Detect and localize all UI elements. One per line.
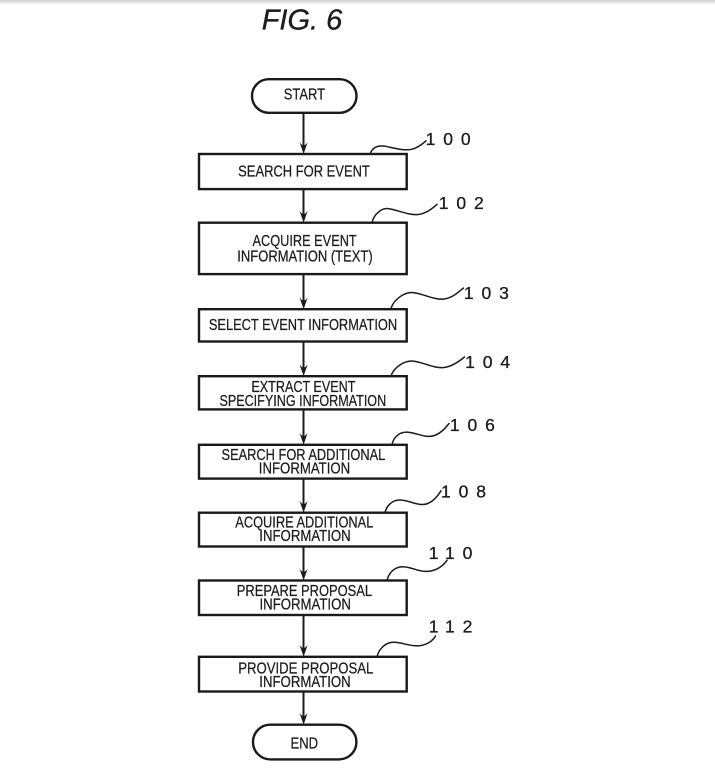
svg-text:FIG. 6: FIG. 6 bbox=[262, 4, 343, 36]
svg-text:SELECT EVENT INFORMATION: SELECT EVENT INFORMATION bbox=[209, 317, 397, 335]
svg-text:SPECIFYING INFORMATION: SPECIFYING INFORMATION bbox=[219, 392, 386, 410]
svg-text:PROVIDE PROPOSAL: PROVIDE PROPOSAL bbox=[238, 660, 373, 677]
svg-text:INFORMATION: INFORMATION bbox=[260, 596, 351, 613]
svg-text:INFORMATION: INFORMATION bbox=[259, 528, 350, 545]
svg-text:EXTRACT EVENT: EXTRACT EVENT bbox=[251, 379, 355, 397]
svg-text:SEARCH FOR ADDITIONAL: SEARCH FOR ADDITIONAL bbox=[222, 447, 386, 465]
svg-text:INFORMATION: INFORMATION bbox=[259, 460, 350, 477]
svg-text:100: 100 bbox=[426, 129, 479, 149]
svg-text:112: 112 bbox=[429, 617, 481, 637]
svg-text:INFORMATION (TEXT): INFORMATION (TEXT) bbox=[237, 248, 372, 266]
svg-text:104: 104 bbox=[465, 352, 518, 372]
svg-text:START: START bbox=[284, 86, 325, 104]
svg-text:SEARCH FOR EVENT: SEARCH FOR EVENT bbox=[238, 163, 370, 181]
svg-text:ACQUIRE EVENT: ACQUIRE EVENT bbox=[252, 233, 356, 251]
svg-text:102: 102 bbox=[439, 193, 492, 213]
svg-text:PREPARE PROPOSAL: PREPARE PROPOSAL bbox=[237, 583, 372, 601]
svg-text:103: 103 bbox=[464, 283, 517, 303]
svg-text:ACQUIRE ADDITIONAL: ACQUIRE ADDITIONAL bbox=[235, 514, 373, 532]
svg-text:106: 106 bbox=[450, 415, 503, 435]
svg-text:108: 108 bbox=[441, 482, 494, 502]
svg-text:END: END bbox=[291, 735, 318, 753]
svg-text:INFORMATION: INFORMATION bbox=[259, 674, 350, 691]
svg-text:110: 110 bbox=[429, 543, 481, 563]
